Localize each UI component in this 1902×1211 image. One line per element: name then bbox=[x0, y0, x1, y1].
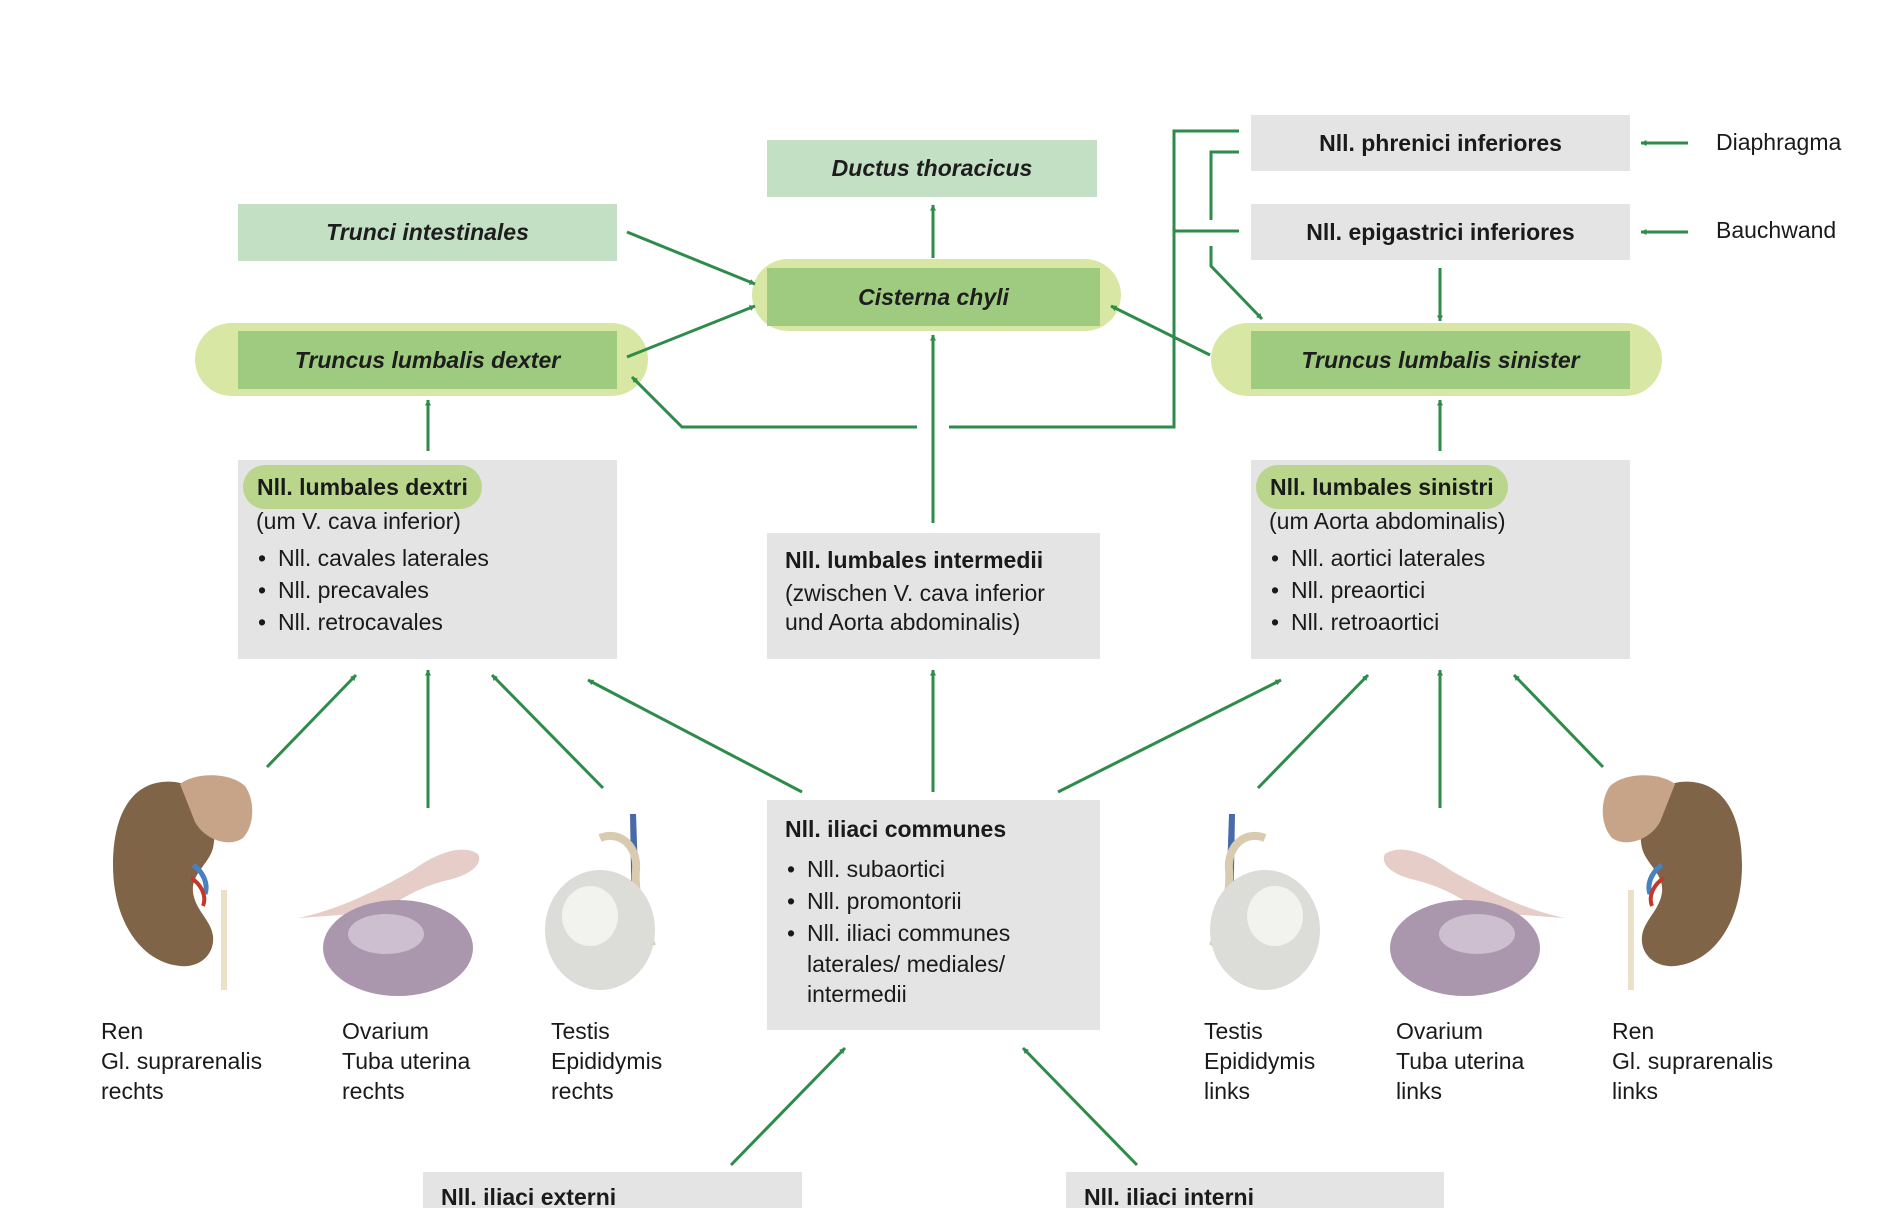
caption-line: links bbox=[1612, 1078, 1659, 1104]
ovary-icon bbox=[1383, 849, 1565, 996]
lumbales-dextri-subtitle: (um V. cava inferior) bbox=[256, 508, 461, 534]
caption-line: Ovarium bbox=[1396, 1018, 1483, 1044]
caption-line: Ren bbox=[101, 1018, 144, 1044]
lumbales-sinistri-title: Nll. lumbales sinistri bbox=[1256, 465, 1508, 509]
iliaci-communes-item3-line2: laterales/ mediales/ bbox=[807, 951, 1006, 977]
iliaci-communes-item3-line3: intermedii bbox=[807, 981, 907, 1007]
ovary-icon bbox=[298, 849, 480, 996]
phrenici-inferiores-label: Nll. phrenici inferiores bbox=[1319, 129, 1562, 156]
connector-line bbox=[1209, 150, 1239, 220]
list-item: Nll. retrocavales bbox=[256, 606, 489, 638]
epigastrici-inferiores-node: Nll. epigastrici inferiores bbox=[1251, 204, 1630, 260]
trunci-intestinales-node: Trunci intestinales bbox=[238, 204, 617, 261]
iliaci-communes-list: Nll. subaortici Nll. promontorii Nll. il… bbox=[785, 853, 1085, 1009]
trunci-intestinales-label: Trunci intestinales bbox=[326, 219, 529, 245]
list-item: Nll. retroaortici bbox=[1269, 606, 1485, 638]
lumbales-intermedii-line2: und Aorta abdominalis) bbox=[785, 609, 1021, 635]
lumbales-dextri-title: Nll. lumbales dextri bbox=[243, 465, 482, 509]
caption-line: Tuba uterina bbox=[342, 1048, 471, 1074]
iliaci-interni-label: Nll. iliaci interni bbox=[1084, 1184, 1254, 1210]
arrow bbox=[265, 673, 358, 769]
arrow bbox=[1256, 673, 1370, 790]
phrenici-inferiores-node: Nll. phrenici inferiores bbox=[1251, 115, 1630, 171]
arrow bbox=[626, 230, 756, 286]
caption-line: rechts bbox=[342, 1078, 405, 1104]
arrow bbox=[630, 375, 917, 429]
truncus-lumbalis-dexter-label: Truncus lumbalis dexter bbox=[294, 346, 561, 373]
lumbales-dextri-list: Nll. cavales laterales Nll. precavales N… bbox=[256, 542, 489, 638]
caption-line: Ovarium bbox=[342, 1018, 429, 1044]
diaphragma-label: Diaphragma bbox=[1716, 129, 1842, 155]
arrow bbox=[729, 1046, 847, 1167]
caption-line: links bbox=[1396, 1078, 1443, 1104]
caption-line: Ren bbox=[1612, 1018, 1655, 1044]
ductus-thoracicus-label: Ductus thoracicus bbox=[831, 155, 1033, 181]
arrow bbox=[587, 678, 803, 794]
organ-caption-ovarium-rechts: Ovarium Tuba uterina rechts bbox=[342, 1016, 470, 1106]
organ-caption-ren-rechts: Ren Gl. suprarenalis rechts bbox=[101, 1016, 262, 1106]
list-item: Nll. subaortici bbox=[785, 853, 1085, 885]
caption-line: Gl. suprarenalis bbox=[1612, 1048, 1774, 1074]
lumbales-intermedii-title: Nll. lumbales intermedii bbox=[785, 547, 1044, 573]
list-item: Nll. promontorii bbox=[785, 885, 1085, 917]
truncus-lumbalis-sinister-label: Truncus lumbalis sinister bbox=[1301, 346, 1580, 373]
bauchwand-label: Bauchwand bbox=[1716, 217, 1837, 243]
list-item: Nll. iliaci communes laterales/ mediales… bbox=[785, 917, 1085, 1009]
organ-caption-ren-links: Ren Gl. suprarenalis links bbox=[1612, 1016, 1773, 1106]
kidney-icon bbox=[113, 775, 253, 990]
truncus-lumbalis-dexter-node: Truncus lumbalis dexter bbox=[238, 331, 617, 389]
caption-line: rechts bbox=[551, 1078, 614, 1104]
arrow bbox=[490, 673, 605, 790]
lumbales-sinistri-list: Nll. aortici laterales Nll. preaortici N… bbox=[1269, 542, 1485, 638]
lumbales-dextri-box: Nll. lumbales dextri (um V. cava inferio… bbox=[238, 460, 617, 659]
kidney-icon bbox=[1602, 775, 1742, 990]
iliaci-externi-label: Nll. iliaci externi bbox=[441, 1184, 617, 1210]
testis-icon bbox=[1209, 814, 1320, 990]
list-item: Nll. preaortici bbox=[1269, 574, 1485, 606]
arrow bbox=[1021, 1046, 1139, 1167]
organ-caption-testis-links: Testis Epididymis links bbox=[1204, 1016, 1315, 1106]
testis-icon bbox=[545, 814, 656, 990]
iliaci-interni-node: Nll. iliaci interni bbox=[1066, 1172, 1444, 1210]
iliaci-communes-item3-line1: Nll. iliaci communes bbox=[807, 920, 1011, 946]
lumbales-sinistri-subtitle: (um Aorta abdominalis) bbox=[1269, 508, 1506, 534]
caption-line: Tuba uterina bbox=[1396, 1048, 1525, 1074]
caption-line: links bbox=[1204, 1078, 1251, 1104]
cisterna-chyli-label: Cisterna chyli bbox=[858, 283, 1009, 310]
iliaci-communes-box: Nll. iliaci communes Nll. subaortici Nll… bbox=[767, 800, 1100, 1030]
lumbales-intermedii-line1: (zwischen V. cava inferior bbox=[785, 580, 1045, 606]
caption-line: rechts bbox=[101, 1078, 164, 1104]
truncus-lumbalis-sinister-node: Truncus lumbalis sinister bbox=[1251, 331, 1630, 389]
iliaci-externi-node: Nll. iliaci externi bbox=[423, 1172, 802, 1210]
epigastrici-inferiores-label: Nll. epigastrici inferiores bbox=[1306, 218, 1575, 245]
organ-caption-ovarium-links: Ovarium Tuba uterina links bbox=[1396, 1016, 1524, 1106]
arrow bbox=[1110, 304, 1211, 357]
arrow bbox=[1057, 678, 1282, 794]
iliaci-communes-title: Nll. iliaci communes bbox=[785, 816, 1007, 842]
caption-line: Epididymis bbox=[1204, 1048, 1316, 1074]
ductus-thoracicus-node: Ductus thoracicus bbox=[767, 140, 1097, 197]
organ-caption-testis-rechts: Testis Epididymis rechts bbox=[551, 1016, 662, 1106]
lumbales-sinistri-box: Nll. lumbales sinistri (um Aorta abdomin… bbox=[1251, 460, 1630, 659]
arrow bbox=[1512, 673, 1605, 769]
caption-line: Gl. suprarenalis bbox=[101, 1048, 263, 1074]
list-item: Nll. cavales laterales bbox=[256, 542, 489, 574]
caption-line: Epididymis bbox=[551, 1048, 663, 1074]
cisterna-chyli-node: Cisterna chyli bbox=[767, 268, 1100, 326]
list-item: Nll. aortici laterales bbox=[1269, 542, 1485, 574]
list-item: Nll. precavales bbox=[256, 574, 489, 606]
lumbales-intermedii-box: Nll. lumbales intermedii (zwischen V. ca… bbox=[767, 533, 1100, 659]
caption-line: Testis bbox=[1204, 1018, 1263, 1044]
caption-line: Testis bbox=[551, 1018, 610, 1044]
